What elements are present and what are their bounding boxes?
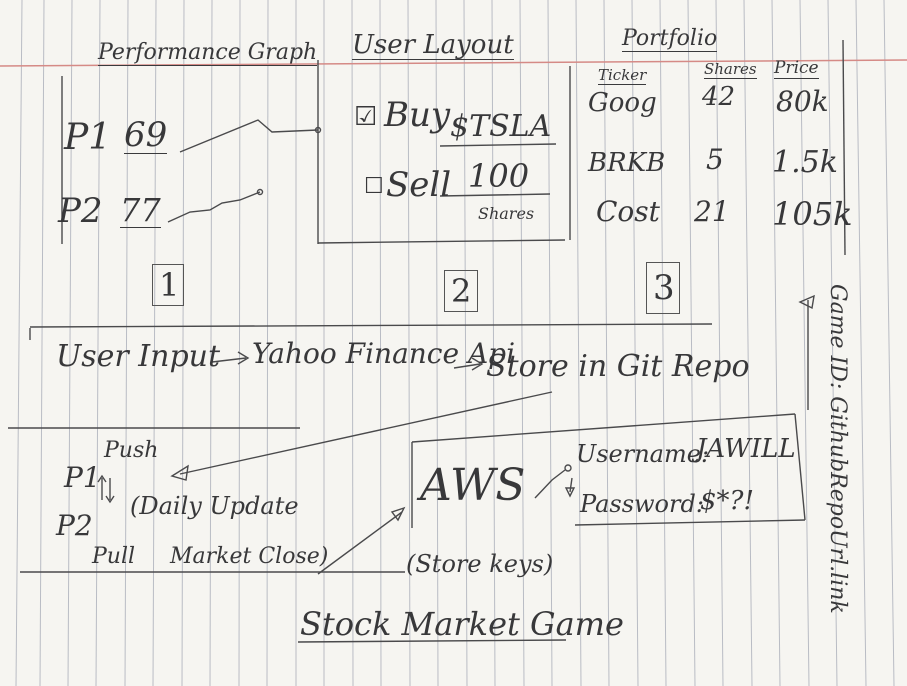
sync-p1-label: P1 <box>64 461 101 494</box>
quantity-value[interactable]: 100 <box>468 157 530 195</box>
panel-number-3-text: 3 <box>653 268 675 308</box>
portfolio-row-1-shares: 42 <box>702 82 736 112</box>
portfolio-row-3-ticker: Cost <box>596 195 660 228</box>
ticker-value[interactable]: $TSLA <box>450 109 552 144</box>
aws-caption: (Store keys) <box>406 550 554 578</box>
portfolio-row-2-shares: 5 <box>706 143 724 176</box>
quantity-unit: Shares <box>478 204 535 223</box>
flow-step-user-input: User Input <box>56 339 221 374</box>
portfolio-row-3-shares: 21 <box>694 195 730 228</box>
panel-number-1-text: 1 <box>159 266 180 304</box>
aws-username-value: JAWILL <box>696 434 796 464</box>
sell-label: Sell <box>386 165 452 205</box>
portfolio-title: Portfolio <box>622 26 718 52</box>
sync-note-line-1: (Daily Update <box>130 492 299 520</box>
panel-number-2-text: 2 <box>451 272 472 310</box>
panel-number-2: 2 <box>444 270 478 312</box>
panel-number-1: 1 <box>152 264 184 306</box>
sync-push-label: Push <box>104 438 159 463</box>
aws-username-label: Username: <box>576 440 710 468</box>
portfolio-header-shares: Shares <box>704 60 757 79</box>
flow-step-yahoo-api: Yahoo Finance Api <box>252 337 516 370</box>
portfolio-row-2-price: 1.5k <box>772 145 838 180</box>
portfolio-row-1-ticker: Goog <box>588 88 657 118</box>
buy-checkbox[interactable]: ☑ <box>354 102 378 132</box>
portfolio-row-3-price: 105k <box>772 195 853 233</box>
sync-pull-label: Pull <box>92 544 136 569</box>
panel-number-3: 3 <box>646 262 680 314</box>
buy-label: Buy <box>384 95 451 135</box>
user-layout-title: User Layout <box>352 30 514 60</box>
player-1-score: 69 <box>124 115 168 155</box>
sync-note-line-2: Market Close) <box>170 544 329 569</box>
player-2-score: 77 <box>120 191 161 229</box>
portfolio-row-1-price: 80k <box>776 85 829 118</box>
footer-title: Stock Market Game <box>300 605 624 643</box>
aws-password-value: $*?! <box>700 486 754 516</box>
aws-password-label: Password: <box>580 490 704 518</box>
portfolio-header-ticker: Ticker <box>598 66 647 85</box>
player-1-label: P1 <box>64 117 112 158</box>
sell-checkbox[interactable]: ☐ <box>364 174 384 199</box>
game-id-label: Game ID: GithubRepoUrl.link <box>825 284 850 614</box>
aws-label: AWS <box>420 460 526 511</box>
player-2-label: P2 <box>58 191 103 231</box>
flow-step-git-repo: Store in Git Repo <box>486 349 750 384</box>
performance-title: Performance Graph <box>98 40 318 66</box>
portfolio-row-2-ticker: BRKB <box>588 148 666 178</box>
sync-p2-label: P2 <box>56 509 93 542</box>
portfolio-header-price: Price <box>774 58 819 79</box>
